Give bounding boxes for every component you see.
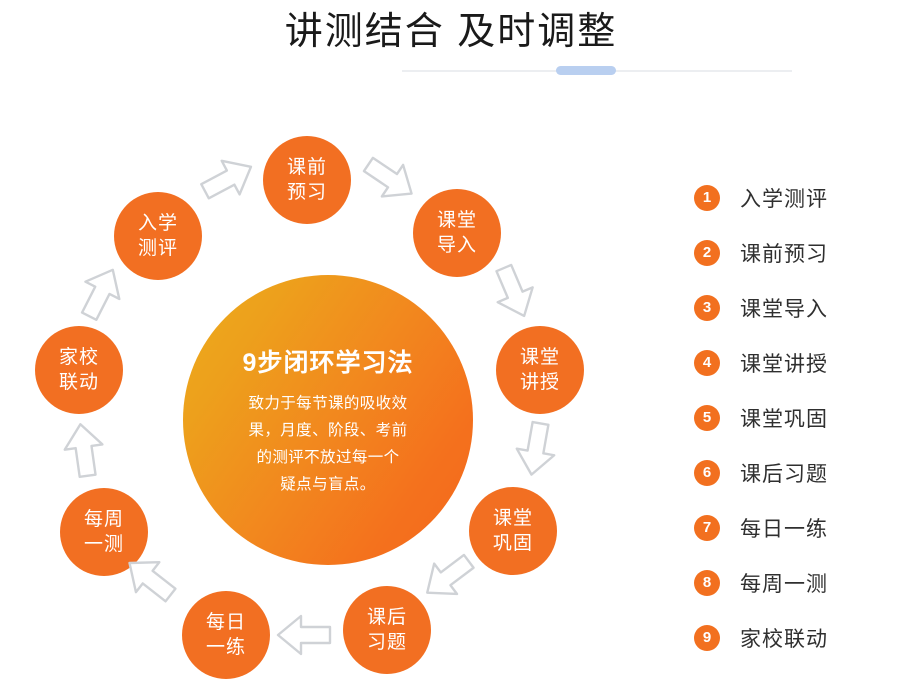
page-header: 讲测结合 及时调整 <box>0 6 902 58</box>
cycle-node-label: 习题 <box>366 632 407 653</box>
hub-circle: 9步闭环学习法 致力于每节课的吸收效 果，月度、阶段、考前 的测评不放过每一个 … <box>183 275 473 565</box>
legend-item-label: 课堂巩固 <box>740 407 828 431</box>
legend-number-badge: 6 <box>694 459 720 486</box>
legend-item-label: 课前预习 <box>740 242 828 266</box>
step-legend: 1 入学测评 2 课前预习 3 课堂导入 4 课堂讲授 5 课堂巩固 6 课后习… <box>694 170 894 665</box>
legend-number-badge: 9 <box>694 624 720 651</box>
page-title: 讲测结合 及时调整 <box>284 11 618 53</box>
flow-arrow-icon <box>58 419 109 481</box>
legend-number-badge: 1 <box>694 184 720 211</box>
legend-item[interactable]: 1 入学测评 <box>694 170 894 225</box>
flow-arrow-icon <box>193 146 263 211</box>
legend-number-badge: 8 <box>694 569 720 596</box>
cycle-node-课堂导入[interactable]: 课堂 导入 <box>413 189 501 277</box>
cycle-node-每周一测[interactable]: 每周 一测 <box>60 488 148 576</box>
legend-number-badge: 4 <box>694 349 720 376</box>
cycle-node-label: 每日 <box>205 612 246 633</box>
cycle-diagram: 9步闭环学习法 致力于每节课的吸收效 果，月度、阶段、考前 的测评不放过每一个 … <box>0 95 660 682</box>
cycle-node-label: 一练 <box>205 637 246 658</box>
hub-description-line: 果，月度、阶段、考前 <box>248 420 408 439</box>
cycle-node-label: 巩固 <box>492 533 533 554</box>
cycle-node-label: 课堂 <box>492 508 533 529</box>
cycle-node-课前预习[interactable]: 课前 预习 <box>263 136 351 224</box>
hub-description-line: 致力于每节课的吸收效 <box>248 393 408 412</box>
cycle-node-label: 课堂 <box>519 347 560 368</box>
cycle-node-课堂讲授[interactable]: 课堂 讲授 <box>496 326 584 414</box>
cycle-node-label: 测评 <box>137 238 178 259</box>
flow-arrow-icon <box>509 418 562 481</box>
cycle-node-label: 联动 <box>58 372 99 393</box>
title-divider-accent <box>556 66 616 75</box>
cycle-node-label: 导入 <box>436 235 477 256</box>
legend-item[interactable]: 8 每周一测 <box>694 555 894 610</box>
legend-number-badge: 2 <box>694 239 720 266</box>
legend-item-label: 课堂讲授 <box>740 352 828 376</box>
cycle-node-每日一练[interactable]: 每日 一练 <box>182 591 270 679</box>
cycle-node-label: 每周 <box>83 509 124 530</box>
cycle-node-label: 课后 <box>366 607 407 628</box>
flow-arrow-icon <box>114 544 185 613</box>
hub-description: 致力于每节课的吸收效 果，月度、阶段、考前 的测评不放过每一个 疑点与盲点。 <box>248 390 407 498</box>
legend-number-badge: 7 <box>694 514 720 541</box>
legend-item-label: 入学测评 <box>740 187 828 211</box>
legend-item[interactable]: 3 课堂导入 <box>694 280 894 335</box>
cycle-node-课后习题[interactable]: 课后 习题 <box>343 586 431 674</box>
flow-arrow-icon <box>483 258 545 327</box>
cycle-node-label: 课堂 <box>436 210 477 231</box>
legend-number-badge: 3 <box>694 294 720 321</box>
cycle-node-label: 讲授 <box>519 372 560 393</box>
legend-item[interactable]: 4 课堂讲授 <box>694 335 894 390</box>
cycle-node-label: 家校 <box>58 347 99 368</box>
hub-description-line: 的测评不放过每一个 <box>256 447 400 466</box>
legend-item-label: 每日一练 <box>740 517 828 541</box>
cycle-node-label: 一测 <box>83 534 124 555</box>
cycle-node-入学测评[interactable]: 入学 测评 <box>114 192 202 280</box>
hub-description-line: 疑点与盲点。 <box>280 474 376 493</box>
flow-arrow-icon <box>354 145 425 213</box>
legend-item[interactable]: 5 课堂巩固 <box>694 390 894 445</box>
cycle-node-label: 入学 <box>137 213 178 234</box>
legend-item[interactable]: 6 课后习题 <box>694 445 894 500</box>
flow-arrow-icon <box>412 543 483 612</box>
legend-item-label: 课堂导入 <box>740 297 828 321</box>
legend-item[interactable]: 2 课前预习 <box>694 225 894 280</box>
cycle-node-家校联动[interactable]: 家校 联动 <box>35 326 123 414</box>
flow-arrow-icon <box>69 258 134 328</box>
legend-item[interactable]: 9 家校联动 <box>694 610 894 665</box>
hub-title: 9步闭环学习法 <box>242 348 414 377</box>
flow-arrow-icon <box>276 613 332 657</box>
legend-item-label: 每周一测 <box>740 572 828 596</box>
cycle-node-label: 课前 <box>286 157 327 178</box>
cycle-node-label: 预习 <box>286 182 327 203</box>
legend-number-badge: 5 <box>694 404 720 431</box>
legend-item-label: 课后习题 <box>740 462 828 486</box>
legend-item-label: 家校联动 <box>740 627 828 651</box>
cycle-node-课堂巩固[interactable]: 课堂 巩固 <box>469 487 557 575</box>
legend-item[interactable]: 7 每日一练 <box>694 500 894 555</box>
